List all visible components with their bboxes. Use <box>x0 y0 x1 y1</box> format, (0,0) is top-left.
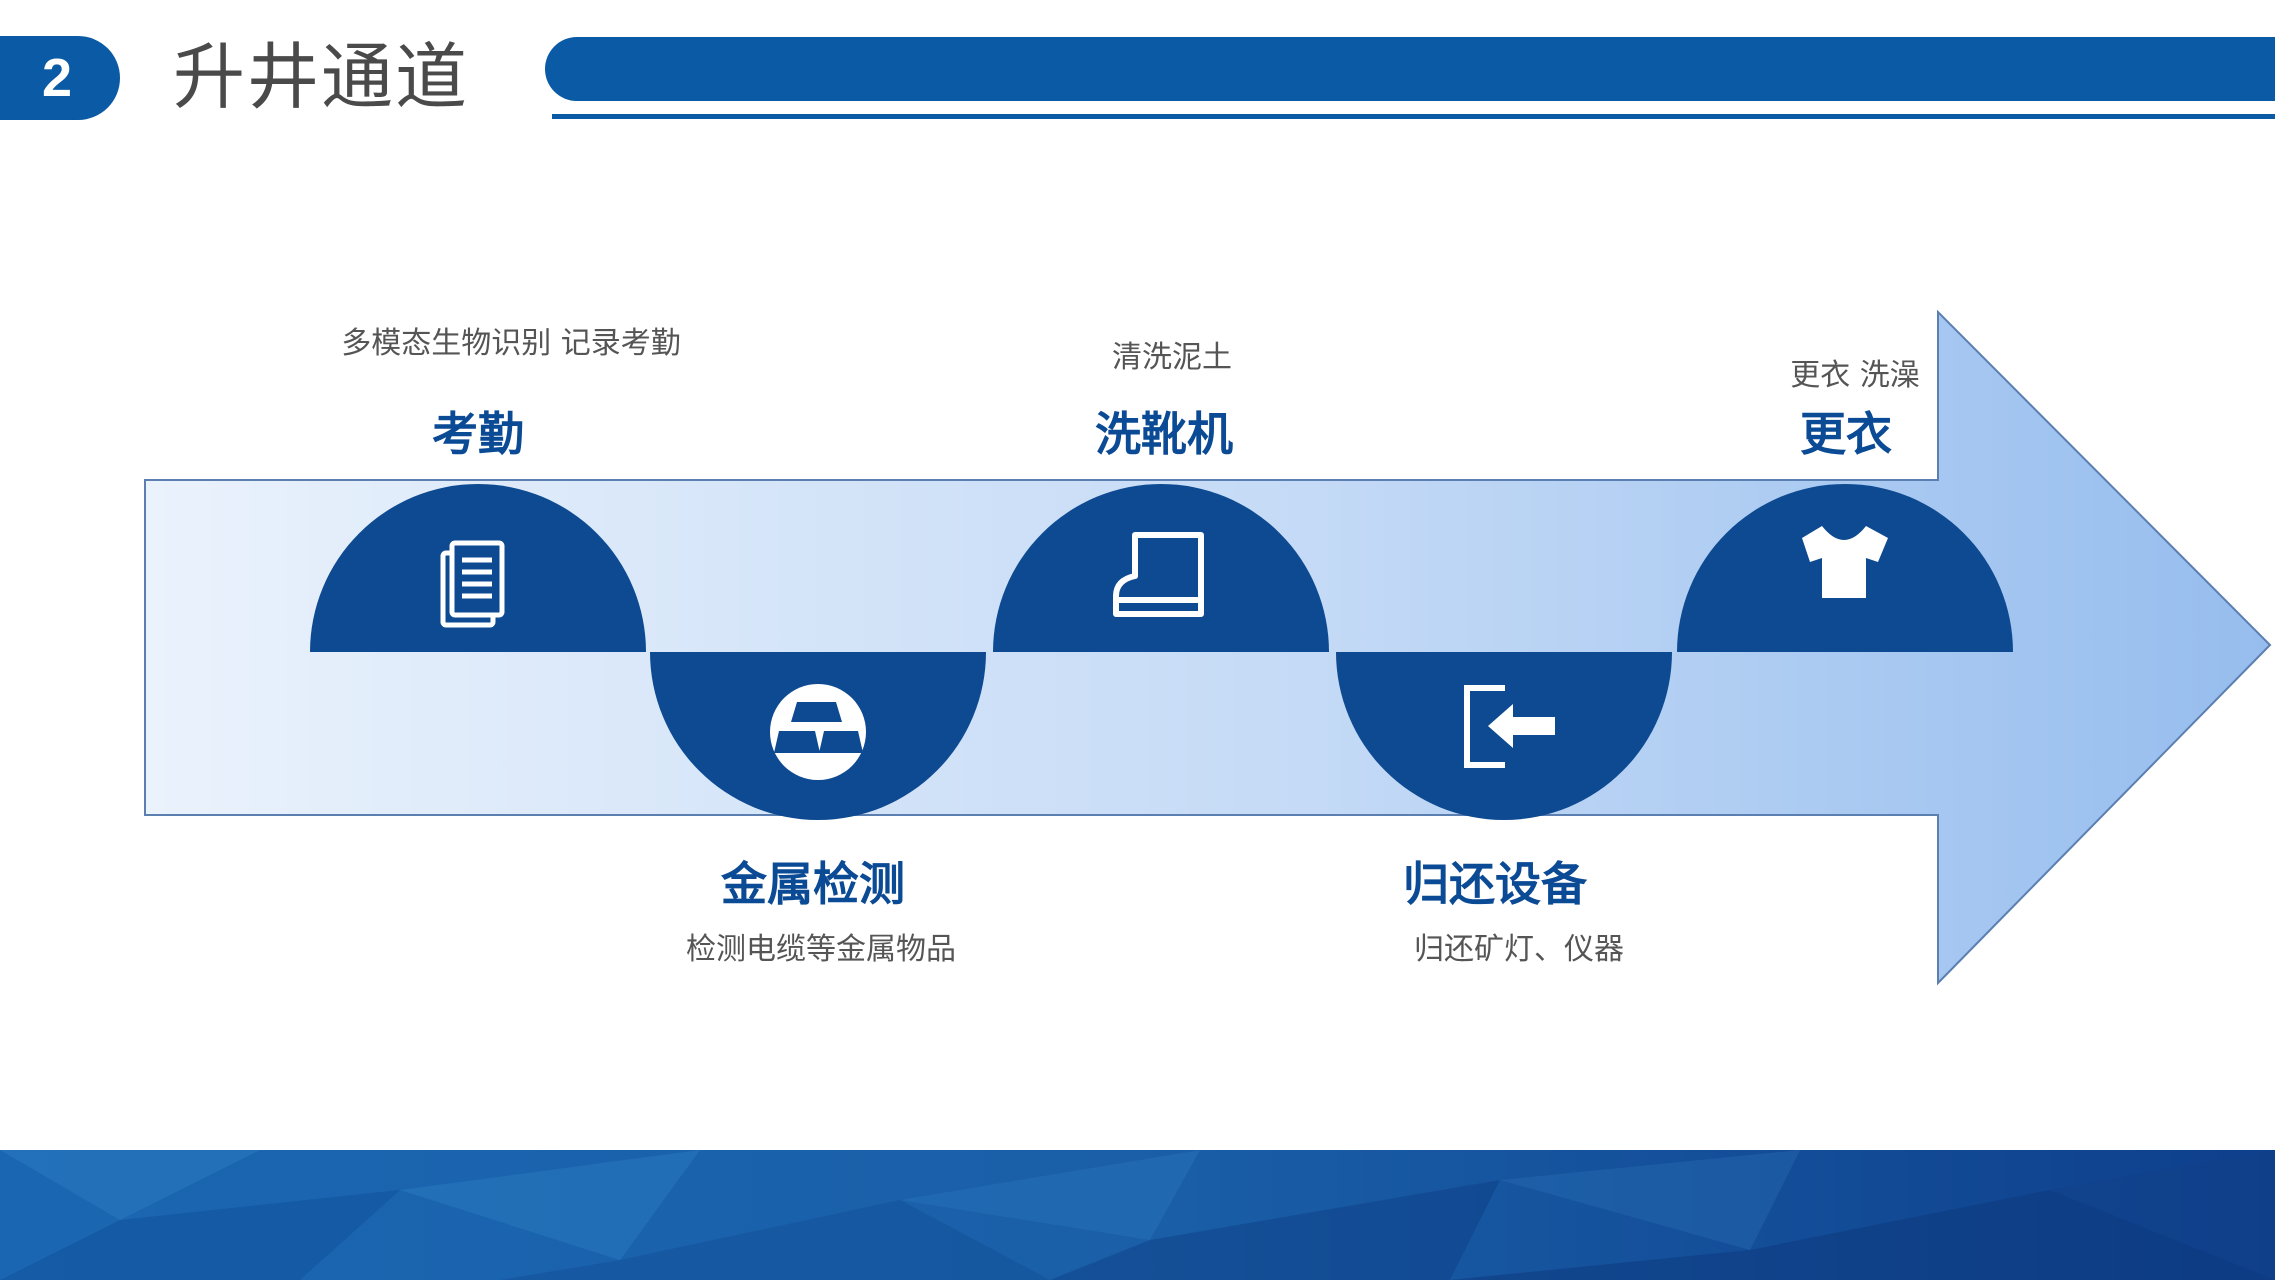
return-arrow-icon <box>1464 685 1555 768</box>
stage-title-changing: 更衣 <box>1800 407 1892 461</box>
stage-caption-return-equipment: 归还矿灯、仪器 <box>1414 932 1624 967</box>
footer-banner <box>0 1150 2275 1280</box>
document-icon <box>440 540 505 628</box>
stage-title-metal-detection: 金属检测 <box>721 857 905 911</box>
section-number-badge: 2 <box>0 36 120 120</box>
tshirt-icon <box>1802 526 1888 598</box>
boot-icon <box>1113 532 1204 617</box>
page-title: 升井通道 <box>173 35 470 119</box>
stage-caption-metal-detection: 检测电缆等金属物品 <box>686 932 956 967</box>
stage-title-return-equipment: 归还设备 <box>1403 857 1587 911</box>
gold-bars-icon <box>770 684 866 780</box>
stage-circle-boot-washer <box>993 484 1329 652</box>
header-bar <box>545 37 2275 101</box>
stage-title-attendance: 考勤 <box>432 407 524 461</box>
header-underline <box>552 114 2275 119</box>
stage-caption-boot-washer: 清洗泥土 <box>1112 340 1232 375</box>
stage-caption-changing: 更衣 洗澡 <box>1790 358 1920 393</box>
stage-caption-attendance: 多模态生物识别 记录考勤 <box>341 326 681 361</box>
section-number: 2 <box>41 48 73 108</box>
stage-title-boot-washer: 洗靴机 <box>1095 407 1233 461</box>
